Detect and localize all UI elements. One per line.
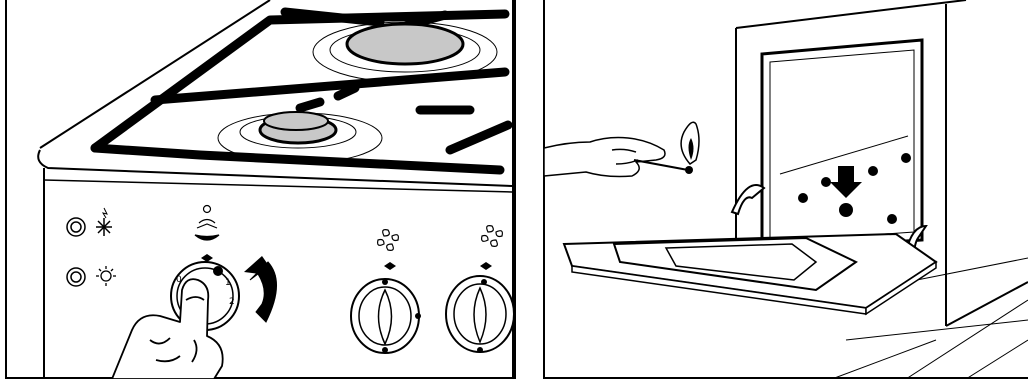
hand-pressing-knob (112, 279, 223, 379)
front-burner (218, 112, 382, 163)
match-stick (634, 160, 688, 170)
off-position-circle-icon (204, 206, 211, 213)
fan-symbol-2-icon (482, 226, 503, 247)
knob-2-index-marker-icon (384, 262, 396, 270)
hand-holding-match (544, 138, 665, 177)
third-control-knob (446, 276, 514, 353)
ignition-position-dot-icon (213, 266, 223, 276)
control-panel-top-edge (44, 180, 512, 192)
oven-control-knob (351, 279, 421, 353)
dial-mark-2: 2 (229, 297, 235, 307)
open-oven-door (564, 234, 936, 314)
grid-right-rib (450, 125, 508, 150)
grid-front-bar (95, 148, 500, 170)
knob-3-index-marker-icon (480, 262, 492, 270)
ignition-indicator-lamp (67, 218, 85, 236)
oven-drawing (516, 0, 1028, 379)
cooktop-ignition-illustration: 0 1 2 (0, 0, 516, 379)
grid-middle-bar (155, 72, 505, 100)
ignition-point-arrow-icon (830, 166, 862, 198)
grid-front-rib (300, 102, 320, 108)
hob-back-edge (40, 0, 270, 148)
oven-cavity (762, 40, 922, 250)
oven-ignition-illustration (516, 0, 1028, 379)
flame-level-symbol-icon (195, 220, 219, 241)
fan-symbol-icon (378, 230, 399, 251)
dial-mark-0: 0 (176, 275, 182, 285)
dial-mark-1: 1 (225, 278, 231, 288)
knob-index-marker-icon (201, 254, 213, 262)
light-bulb-icon (96, 266, 116, 286)
oven-light-indicator-lamp (67, 268, 85, 286)
cooktop-drawing: 0 1 2 (0, 0, 516, 379)
spark-symbol-icon (96, 208, 112, 236)
rear-burner (313, 22, 497, 82)
match-head (685, 166, 693, 174)
